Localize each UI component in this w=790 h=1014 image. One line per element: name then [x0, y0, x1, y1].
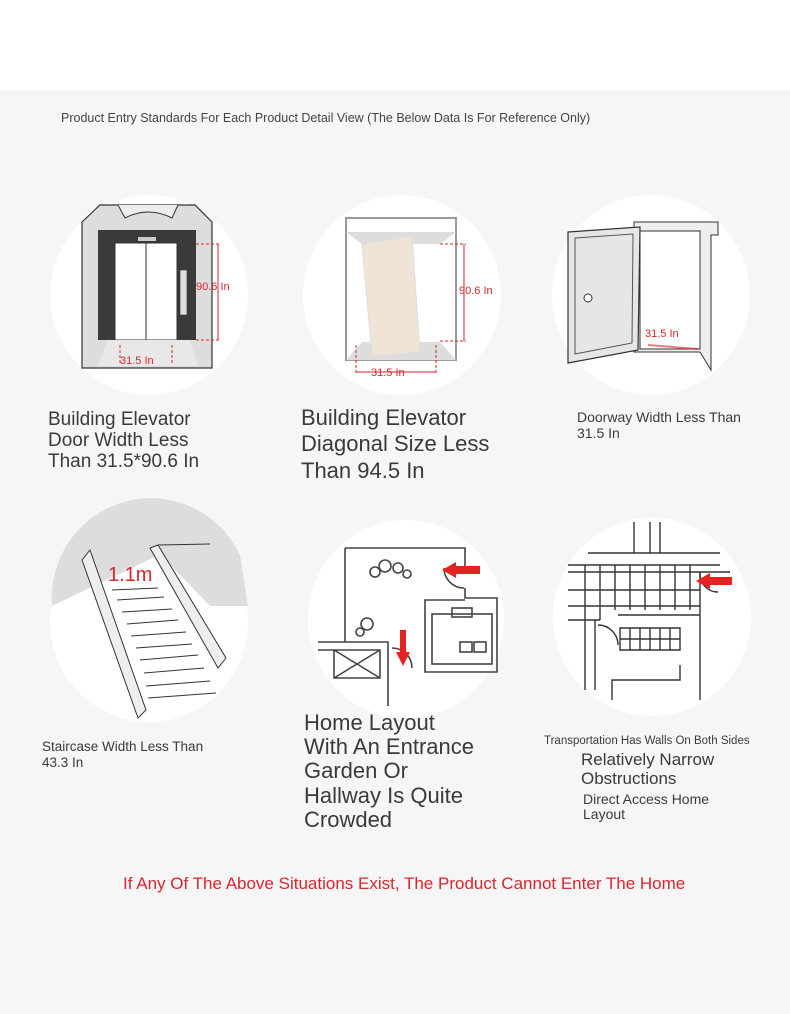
caption-corridor-access: Direct Access Home Layout — [583, 791, 710, 823]
caption-line: Than 31.5*90.6 In — [48, 450, 200, 472]
caption-line: Doorway Width Less Than — [577, 409, 741, 425]
diagonal-width-label: 31.5 In — [371, 367, 405, 379]
elevator-width-label: 31.5 In — [120, 355, 154, 367]
elevator-height-label: 90.6 In — [196, 281, 230, 293]
caption-line: 31.5 In — [577, 425, 620, 442]
caption-line: Than 94.5 In — [301, 457, 425, 483]
caption-line: Relatively Narrow — [581, 750, 715, 769]
caption-line: Crowded — [304, 806, 393, 832]
caption-line: Building Elevator — [301, 405, 467, 430]
caption-doorway: Doorway Width Less Than 31.5 In — [577, 409, 741, 441]
caption-line: Diagonal Size Less — [301, 431, 490, 457]
caption-line: Layout — [583, 806, 626, 823]
caption-elevator-diagonal: Building Elevator Diagonal Size Less Tha… — [301, 405, 489, 484]
illustration-background — [553, 518, 751, 716]
caption-line: Building Elevator — [48, 409, 191, 430]
caption-line: Direct Access Home — [583, 791, 710, 807]
caption-corridor-walls: Transportation Has Walls On Both Sides — [544, 735, 750, 747]
caption-staircase: Staircase Width Less Than 43.3 In — [42, 739, 203, 770]
caption-line: With An Entrance — [304, 734, 474, 760]
warning-text: If Any Of The Above Situations Exist, Th… — [123, 874, 686, 893]
staircase-width-label: 1.1m — [108, 564, 153, 586]
caption-line: Home Layout — [304, 710, 435, 735]
page-title: Product Entry Standards For Each Product… — [61, 111, 591, 125]
caption-line: Obstructions — [581, 768, 677, 788]
illustration-background — [308, 520, 504, 718]
caption-line: 43.3 In — [42, 754, 84, 770]
caption-line: Staircase Width Less Than — [42, 739, 204, 754]
doorway-width-label: 31.5 In — [645, 328, 679, 340]
caption-line: Door Width Less — [48, 429, 189, 451]
diagonal-height-label: 90.6 In — [459, 285, 493, 297]
caption-line: Hallway Is Quite — [304, 782, 463, 808]
caption-line: Garden Or — [304, 758, 408, 784]
caption-corridor: Relatively Narrow Obstructions — [581, 750, 715, 788]
caption-floor-plan: Home Layout With An Entrance Garden Or H… — [304, 710, 474, 832]
caption-elevator-door: Building Elevator Door Width Less Than 3… — [48, 409, 200, 473]
